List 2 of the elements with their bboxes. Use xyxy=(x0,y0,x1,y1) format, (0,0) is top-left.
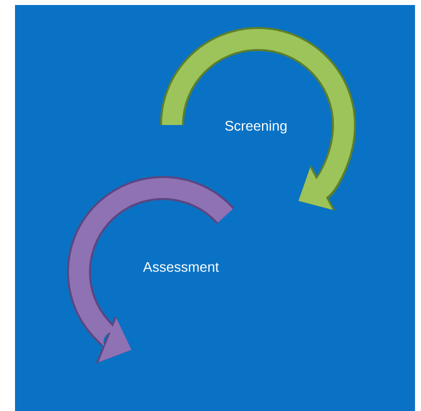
arrow-label: Screening xyxy=(225,120,286,134)
arrow-label: Assessment xyxy=(143,262,219,272)
